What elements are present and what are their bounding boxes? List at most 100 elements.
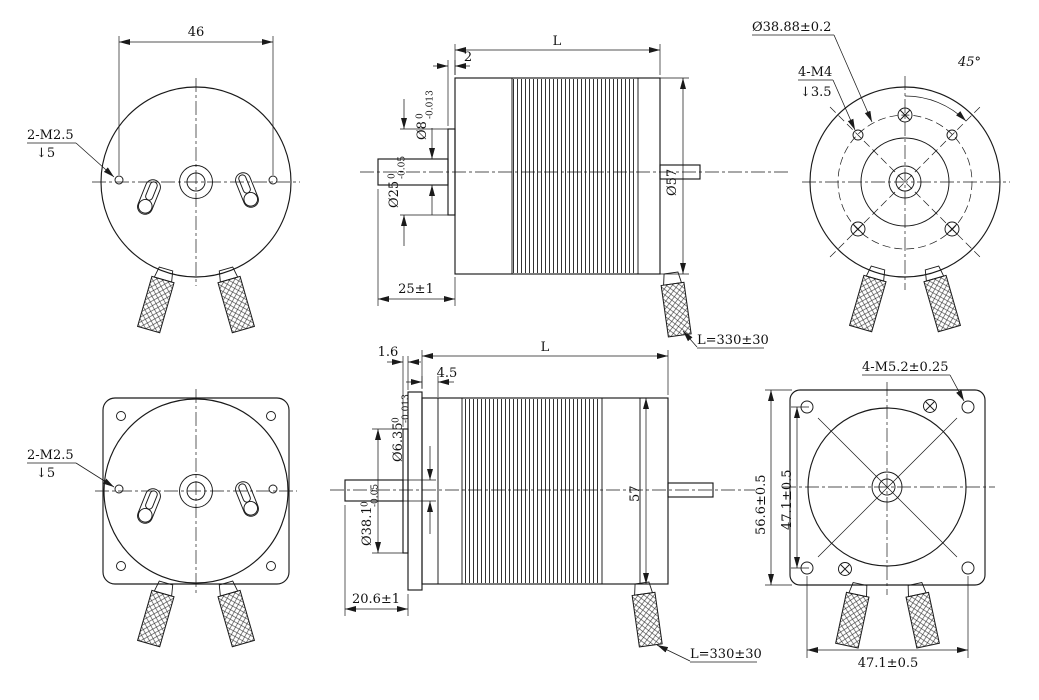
pilot-dia-upper: 0 [388,173,398,179]
view-side-round: L 2 Ø8 0 -0.013 Ø25 0 -0.05 [360,34,790,349]
keyhole-slot-right [235,172,259,208]
dimension-46: 46 [118,25,274,175]
screw-top [897,107,913,123]
view-front-round: 46 2-M2.5 ↓5 [27,25,300,334]
view-side-square: 1.6 4.5 L Ø6.35 0 -0.013 [330,340,762,663]
label-thread-2m25: 2-M2.5 ↓5 [27,128,115,178]
shaft-dia-upper: 0 [392,417,402,423]
corner-hole-bl [116,561,126,571]
thread-label: 2-M2.5 [27,448,74,463]
label-cable-length: L=330±30 [656,644,762,663]
thread-label: 2-M2.5 [27,128,74,143]
thread-depth: ↓5 [36,146,55,161]
dim-46-text: 46 [188,25,205,40]
shaft-hole [186,481,206,501]
cable [137,265,178,334]
rear-boss [860,137,950,227]
shaft-hub [179,474,213,508]
shaft-hub [888,165,922,199]
hole-spacing-v-text: 47.1±0.5 [780,469,795,530]
thread-label: 4-M4 [798,65,832,80]
dimension-shaft-length: 25±1 [377,189,456,306]
body-section-lines [511,78,639,274]
dim-L-text: L [553,34,562,49]
keyhole-slot-left [137,179,161,215]
pilot-dia-upper: 0 [361,501,371,507]
m4-hole-ne [946,129,958,141]
m25-hole-left [114,484,124,494]
cable [214,265,255,334]
shaft-dia-lower: -0.013 [402,394,412,423]
screw-se [944,221,960,237]
angle-text: 45° [957,55,981,70]
pilot-dia-lower: -0.05 [398,156,408,179]
view-rear-round: Ø38.88±0.2 4-M4 ↓3.5 45° [752,20,1010,333]
cable-length-text: L=330±30 [697,333,769,348]
shaft-dia-nominal: Ø6.35 [391,422,406,462]
view-front-square: 2-M2.5 ↓5 [27,389,297,648]
shaft-hub [871,471,903,503]
pilot-dia-lower: -0.05 [371,484,381,507]
dimension-body-height: 57 [628,398,649,584]
body-height-text: 57 [628,485,643,502]
screw-bottom-left [838,562,852,576]
rib-section [463,399,601,583]
corner-hole-br [266,561,276,571]
rib-section [513,79,637,273]
dimension-45deg: 45° [904,55,981,122]
label-thread-4m4: 4-M4 ↓3.5 [798,65,856,131]
shaft-hole [895,172,915,192]
shaft-hole [878,478,896,496]
shaft-dia-nominal: Ø8 [415,121,430,140]
dimension-pilot-dia: Ø38.1 0 -0.05 [360,428,404,554]
cable [835,581,872,649]
label-mount-holes: 4-M5.2±0.25 [862,360,965,402]
mount-hole-br [961,561,975,575]
cable [659,270,692,338]
shaft-length-text: 25±1 [398,282,434,297]
rear-shaft [667,482,714,498]
m25-hole-right [268,484,278,494]
pilot-dia-nominal: Ø38.1 [360,506,375,546]
thread-depth: ↓3.5 [800,85,832,100]
front-shaft [377,158,449,186]
dimension-16: 1.6 [378,345,421,427]
dim-2-text: 2 [464,50,472,65]
dim-45-text: 4.5 [437,366,458,381]
corner-hole-tr [266,411,276,421]
screw-sw [850,221,866,237]
shaft-dia-upper: 0 [416,113,426,119]
shaft-hub [179,165,213,199]
label-cable-length: L=330±30 [682,330,769,349]
bolt-circle-text: Ø38.88±0.2 [752,20,831,35]
label-thread-2m25: 2-M2.5 ↓5 [27,448,115,488]
dimension-height: 56.6±0.5 [754,389,792,586]
shaft-dia-lower: -0.013 [426,90,436,119]
shaft-hole [186,172,206,192]
shaft-length-text: 20.6±1 [352,592,400,607]
dimension-pilot-dia: Ø25 0 -0.05 [387,99,449,246]
dimension-shaft-length: 20.6±1 [344,505,409,616]
dimension-body-dia: Ø57 [660,77,689,275]
view-rear-square: 4-M5.2±0.25 56.6±0.5 47.1±0.5 47.1±0.5 [754,360,995,671]
keyhole-slot-left [137,488,161,524]
body-dia-text: Ø57 [665,169,680,196]
front-shaft [344,479,404,502]
dimension-L: L [421,340,669,395]
height-text: 56.6±0.5 [754,474,769,535]
cable-length-text: L=330±30 [690,647,762,662]
m25-hole-left [114,175,124,185]
m25-hole-right [268,175,278,185]
dimension-shaft-dia: Ø8 0 -0.013 [415,90,436,215]
cable [630,580,663,648]
dimension-shaft-dia: Ø6.35 0 -0.013 [391,394,436,534]
dimension-hole-spacing-h: 47.1±0.5 [806,576,969,671]
cable [214,579,255,648]
dimension-2: 2 [433,50,472,126]
corner-hole-tl [116,411,126,421]
mount-hole-tr [961,400,975,414]
mount-holes-text: 4-M5.2±0.25 [862,360,949,375]
m4-hole-nw [852,129,864,141]
